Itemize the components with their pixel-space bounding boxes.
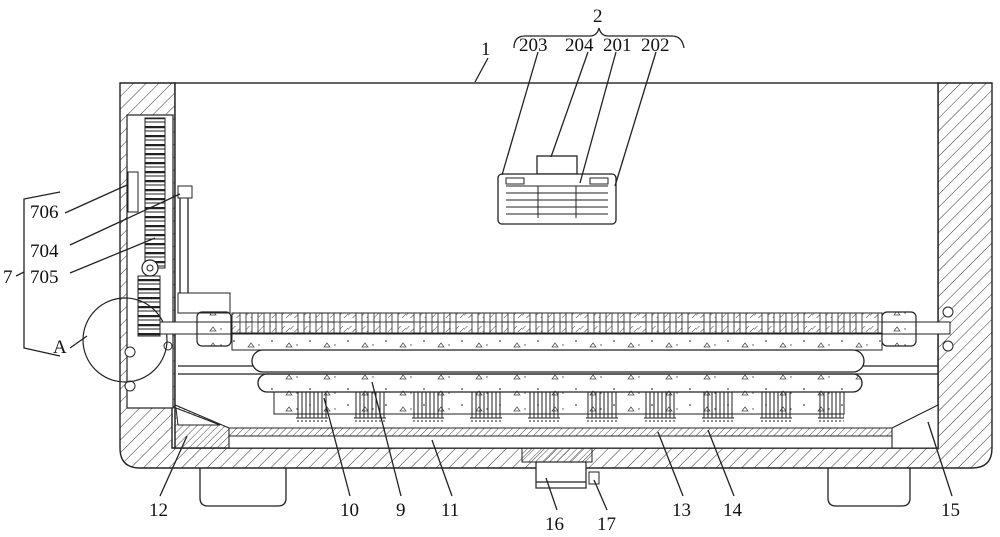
label-706: 706 <box>30 202 59 223</box>
label-203: 203 <box>519 35 548 56</box>
label-704: 704 <box>30 241 59 262</box>
label-705: 705 <box>30 267 59 288</box>
label-16: 16 <box>545 514 564 535</box>
label-17: 17 <box>597 514 616 535</box>
drain-valve <box>521 447 600 489</box>
label-12: 12 <box>149 500 168 521</box>
label-201: 201 <box>603 35 632 56</box>
label-14: 14 <box>723 500 743 521</box>
label-7: 7 <box>3 267 13 288</box>
label-202: 202 <box>641 35 670 56</box>
top-unit <box>497 155 617 225</box>
label-11: 11 <box>441 500 459 521</box>
label-15: 15 <box>941 500 960 521</box>
screw-shaft <box>159 306 954 352</box>
label-2: 2 <box>593 6 603 27</box>
detail-circle-a <box>82 297 168 383</box>
cleaning-plate <box>251 349 865 422</box>
collection-tray <box>174 404 939 449</box>
support-feet <box>199 468 911 507</box>
label-10: 10 <box>340 500 359 521</box>
label-a: A <box>53 337 67 358</box>
lifting-mechanism <box>82 114 231 409</box>
label-204: 204 <box>565 35 594 56</box>
label-1: 1 <box>481 39 491 60</box>
label-13: 13 <box>672 500 691 521</box>
label-9: 9 <box>396 500 406 521</box>
leader-lines <box>15 27 953 511</box>
